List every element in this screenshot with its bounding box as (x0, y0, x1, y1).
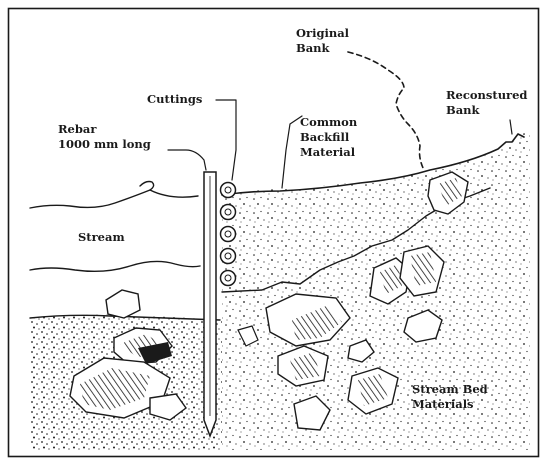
stream-waves (30, 182, 200, 272)
label-common-backfill-line3: Material (300, 145, 356, 159)
label-common-backfill-line2: Backfill (300, 130, 350, 144)
label-common-backfill: Common Backfill Material (300, 115, 361, 159)
label-common-backfill-line1: Common (300, 115, 358, 129)
label-stream: Stream (78, 230, 125, 244)
leader-cuttings (216, 100, 236, 180)
label-rebar-line1: Rebar (58, 122, 97, 136)
rebar-stake (204, 172, 216, 436)
label-reconstructed-bank: Reconstured Bank (446, 88, 532, 117)
leader-rebar (168, 150, 206, 170)
label-rebar: Rebar 1000 mm long (58, 122, 151, 151)
original-bank-line (348, 52, 424, 170)
label-original-bank-line1: Original (296, 26, 350, 40)
label-stream-bed-line2: Materials (412, 397, 474, 411)
label-cuttings: Cuttings (147, 92, 202, 106)
leader-backfill (282, 116, 302, 188)
leader-reconstructed (510, 120, 512, 134)
label-stream-bed-line1: Stream Bed (412, 382, 488, 396)
label-reconstructed-bank-line1: Reconstured (446, 88, 527, 102)
label-rebar-line2: 1000 mm long (58, 137, 151, 151)
label-reconstructed-bank-line2: Bank (446, 103, 481, 117)
label-original-bank: Original Bank (296, 26, 353, 55)
label-original-bank-line2: Bank (296, 41, 331, 55)
